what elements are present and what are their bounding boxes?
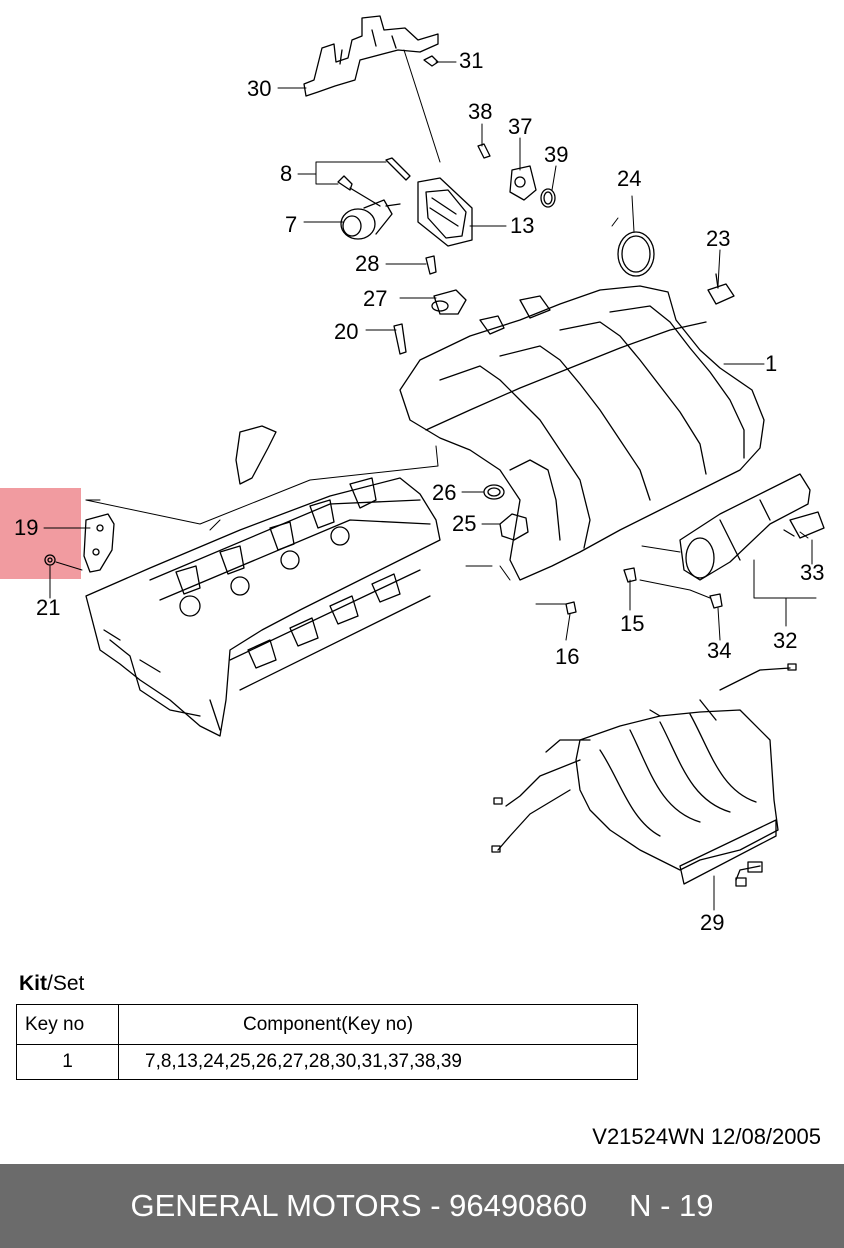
callout-28: 28	[355, 251, 380, 276]
part-30-bracket	[303, 15, 439, 97]
callout-21: 21	[36, 595, 61, 620]
small-bracket	[235, 425, 277, 485]
part-16-nut	[565, 601, 577, 615]
callout-13: 13	[510, 213, 535, 238]
callout-38: 38	[468, 99, 493, 124]
row-components: 7,8,13,24,25,26,27,28,30,31,37,38,39	[118, 1044, 638, 1080]
part-21-nut	[44, 554, 56, 566]
callout-23: 23	[706, 226, 731, 251]
part-24-gasket	[617, 231, 655, 277]
callout-24: 24	[617, 166, 642, 191]
part-31-bolt	[423, 55, 439, 67]
part-38-screw	[477, 143, 491, 159]
callout-15: 15	[620, 611, 645, 636]
callout-16: 16	[555, 644, 580, 669]
row-key: 1	[16, 1044, 119, 1080]
highlight-box	[0, 488, 81, 579]
part-33-sensor	[783, 511, 825, 539]
callout-37: 37	[508, 114, 533, 139]
part-37-sensor	[509, 165, 537, 201]
part-26-seal	[483, 484, 505, 500]
parts-diagram	[43, 15, 825, 911]
part-15-bolt	[623, 567, 637, 583]
callout-1: 1	[765, 351, 778, 376]
part-1-intake-manifold	[399, 285, 765, 581]
callout-25: 25	[452, 511, 477, 536]
header-key-no: Key no	[16, 1004, 119, 1045]
callout-31: 31	[459, 48, 484, 73]
leader-lines	[43, 49, 817, 911]
part-7-actuator	[340, 199, 401, 240]
footer-bar: GENERAL MOTORS - 96490860 N - 19	[0, 1164, 844, 1248]
callout-32: 32	[773, 628, 798, 653]
kit-title-rest: /Set	[47, 972, 85, 995]
callout-39: 39	[544, 142, 569, 167]
table-row: 1 7,8,13,24,25,26,27,28,30,31,37,38,39	[16, 1044, 638, 1080]
part-13-throttle-body	[417, 177, 473, 247]
part-29-harness	[491, 663, 797, 887]
footer-title: GENERAL MOTORS - 96490860	[130, 1188, 588, 1223]
kit-table: Key no Component(Key no) 1 7,8,13,24,25,…	[16, 1004, 638, 1080]
cylinder-head	[85, 477, 441, 737]
callout-34: 34	[707, 638, 732, 663]
part-20-bolt	[393, 323, 407, 355]
drawing-reference: V21524WN 12/08/2005	[592, 1124, 821, 1149]
callout-7: 7	[285, 212, 298, 237]
kit-table-header-row: Key no Component(Key no)	[16, 1004, 638, 1045]
part-34-bolt	[709, 593, 723, 609]
callout-30: 30	[247, 76, 272, 101]
footer-page: N - 19	[629, 1188, 714, 1223]
callout-8: 8	[280, 161, 293, 186]
callout-33: 33	[800, 560, 825, 585]
part-8-bolts	[337, 157, 411, 207]
part-27-sensor	[431, 289, 467, 315]
part-19-bracket	[83, 513, 115, 573]
callout-29: 29	[700, 910, 725, 935]
callout-26: 26	[432, 480, 457, 505]
part-23-sensor	[707, 273, 735, 305]
part-28-bolt	[425, 255, 437, 275]
kit-title-bold: Kit	[19, 972, 47, 995]
callout-27: 27	[363, 286, 388, 311]
kit-title: Kit/Set	[19, 972, 84, 996]
callout-20: 20	[334, 319, 359, 344]
callout-19: 19	[14, 515, 39, 540]
part-32-resonator	[679, 473, 811, 581]
part-25-gasket	[499, 513, 529, 541]
header-component: Component(Key no)	[118, 1004, 638, 1045]
part-39-oring	[540, 188, 556, 208]
